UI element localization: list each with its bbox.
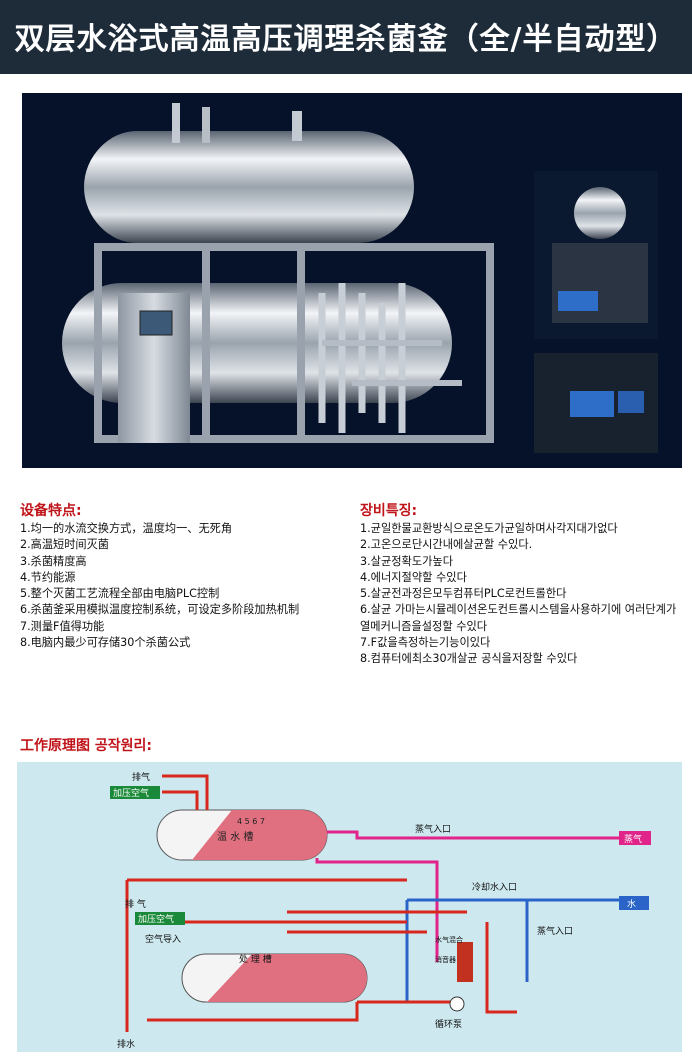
steam-inlet-top-label: 蒸气入口 (415, 823, 451, 835)
list-item: 4.에너지절약할 수있다 (360, 570, 467, 584)
features-kr-list: 1.균일한물교환방식으로온도가균일하며사각지대가없다 2.고온으로단시간내에살균… (360, 521, 685, 668)
water-box (619, 896, 649, 910)
air-box-mid (135, 912, 185, 925)
list-item: 3.살균정확도가높다 (360, 554, 454, 568)
steam-box (619, 831, 651, 845)
list-item: 6.杀菌釜采用模拟温度控制系统，可设定多阶段加热机制 (20, 603, 300, 617)
features-kr-heading: 장비특징: (360, 503, 418, 519)
steam-inlet-bottom-label: 蒸气入口 (537, 925, 573, 937)
list-item: 7.测量F值得功能 (20, 619, 105, 633)
tank-label: 温 水 槽 (217, 830, 253, 843)
list-item: 3.杀菌精度高 (20, 554, 87, 568)
air-box-top (110, 786, 160, 799)
list-item: 1.均一的水流交换方式，温度均一、无死角 (20, 522, 233, 535)
pressurized-air-top-label: 加压空气 (113, 787, 149, 799)
features-cn-heading: 设备特点: (20, 503, 82, 519)
list-item: 4.节约能源 (20, 570, 76, 584)
heat-exchanger-label-b: 消音器 (435, 955, 456, 964)
working-principle-diagram: 温 水 槽 4 5 6 7 排气 加压空气 蒸气入口 蒸气 冷却水入口 水 蒸气… (17, 762, 682, 1052)
treatment-tank: 处 理 槽 (181, 953, 368, 1003)
features-cn-list: 1.均一的水流交换方式，温度均一、无死角 2.高温短时间灭菌 3.杀菌精度高 4… (20, 521, 350, 651)
list-item: 1.균일한물교환방식으로온도가균일하며사각지대가없다 (360, 522, 618, 535)
list-item: 8.电脑内最少可存储30个杀菌公式 (20, 636, 191, 650)
list-item: 6.살균 가마는시뮬레이션온도컨트롤시스템을사용하기에 여러단계가열메커니즘을설… (360, 603, 677, 633)
drain-label: 排水 (117, 1038, 135, 1050)
cooling-water-inlet-label: 冷却水入口 (472, 881, 517, 893)
hot-water-tank: 温 水 槽 4 5 6 7 (156, 809, 328, 861)
heat-exchanger (457, 942, 473, 982)
air-intake-label: 空气导入 (145, 933, 181, 945)
list-item: 8.컴퓨터에최소30개살균 공식을저장할 수있다 (360, 652, 578, 666)
list-item: 5.整个灭菌工艺流程全部由电脑PLC控制 (20, 587, 220, 601)
circulation-pump-label: 循环泵 (435, 1018, 462, 1030)
diagram-heading: 工作原理图 공작원리: (20, 738, 152, 754)
page-title: 双层水浴式高温高压调理杀菌釜（全/半自动型） (14, 22, 678, 57)
list-item: 2.고온으로단시간내에살균할 수있다. (360, 538, 533, 552)
exhaust-top-label: 排气 (132, 771, 150, 783)
title-banner: 双层水浴式高温高压调理杀菌釜（全/半自动型） (0, 0, 692, 74)
list-item: 2.高温短时间灭菌 (20, 538, 109, 552)
pump-icon (449, 996, 465, 1012)
tank-numbers: 4 5 6 7 (237, 817, 265, 826)
list-item: 5.살균전과정은모두컴퓨터PLC로컨트롤한다 (360, 587, 567, 601)
treatment-tank-label: 处 理 槽 (239, 953, 272, 965)
pressurized-air-mid-label: 加压空气 (138, 913, 174, 925)
steam-box-label: 蒸气 (624, 833, 642, 845)
exhaust-mid-label: 排 气 (125, 898, 146, 910)
equipment-photo (22, 93, 682, 468)
list-item: 7.F값을측정하는기능이있다 (360, 636, 491, 650)
water-box-label: 水 (627, 898, 636, 910)
heat-exchanger-label-a: 水气混合 (435, 935, 463, 944)
